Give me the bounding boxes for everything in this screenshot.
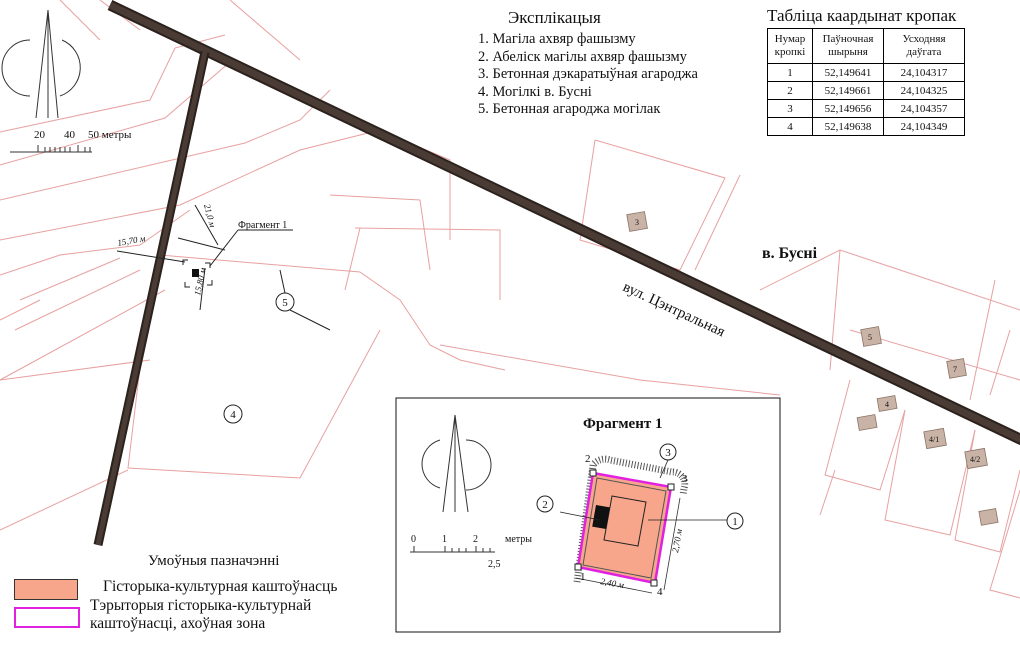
point-3-label: 3: [682, 473, 688, 485]
parcel-lines: [0, 0, 1020, 599]
fragment-ref-label: Фрагмент 1: [238, 220, 287, 231]
scale-bar-icon: [10, 145, 92, 153]
explication-item: 4. Могілкі в. Бусні: [478, 83, 592, 100]
inset-title: Фрагмент 1: [583, 416, 662, 432]
legend-swatch-protection-zone: [14, 607, 80, 628]
inset-plan: [559, 455, 728, 594]
table-row: 2 52,149661 24,104325: [767, 81, 965, 100]
inset-scale-unit: метры: [505, 534, 532, 545]
cell: 52,149638: [812, 117, 884, 136]
dim-15-70: 15,70 м: [117, 233, 147, 248]
inset-north-arrow-icon: [421, 414, 492, 513]
point-4-label: 4: [657, 586, 663, 598]
scale-label-20: 20: [34, 129, 46, 141]
table-header-row: Нумар кропкі Паўночная шырыня Усходняя д…: [767, 28, 965, 64]
marker-5-leader2: [289, 309, 331, 331]
callout-1-label: 1: [732, 516, 738, 528]
legend-title: Умоўныя пазначэнні: [148, 553, 280, 569]
marker-4: [223, 404, 243, 424]
cell: 24,104317: [883, 63, 965, 82]
village-label: в. Бусні: [762, 245, 818, 262]
north-arrow-icon: [1, 9, 81, 119]
cell: 52,149656: [812, 99, 884, 118]
marker-5-leader: [279, 269, 286, 294]
monument-icon: [192, 269, 199, 277]
inset-scale-2-5: 2,5: [488, 559, 501, 570]
callout-1: [726, 512, 744, 530]
dim-height: 2,70 м: [670, 528, 684, 553]
legend-label-protection-zone: Тэрыторыя гісторыка-культурнай каштоўнас…: [90, 597, 312, 632]
lot-label-4: 4: [885, 400, 889, 409]
dim-21-0: 21,0 м: [202, 203, 218, 229]
explication-title: Эксплікацыя: [508, 8, 601, 27]
inset-scale-bar-icon: [410, 546, 495, 553]
marker-5: [275, 292, 295, 312]
cell: 24,104325: [883, 81, 965, 100]
cell: 3: [767, 99, 813, 118]
explication-item: 1. Магіла ахвяр фашызму: [478, 31, 636, 47]
cell: 24,104349: [883, 117, 965, 136]
table-row: 1 52,149641 24,104317: [767, 63, 965, 82]
explication-item: 2. Абеліск магілы ахвяр фашызму: [478, 48, 687, 65]
lot-label-4-1: 4/1: [929, 435, 939, 444]
col-header-point: Нумар кропкі: [767, 28, 813, 64]
marker-4-label: 4: [230, 409, 236, 421]
cell: 2: [767, 81, 813, 100]
scale-label-50: 50 метры: [88, 129, 132, 141]
table-row: 3 52,149656 24,104357: [767, 99, 965, 118]
callout-2: [536, 495, 554, 513]
roads: [93, 0, 1020, 546]
inset-scale-1: 1: [442, 534, 447, 545]
col-header-longitude: Усходняя даўгата: [883, 28, 965, 64]
cell: 52,149641: [812, 63, 884, 82]
point-2-label: 2: [585, 453, 591, 465]
cell: 24,104357: [883, 99, 965, 118]
cell: 4: [767, 117, 813, 136]
lot-label-4-2: 4/2: [970, 455, 980, 464]
coords-table: Нумар кропкі Паўночная шырыня Усходняя д…: [767, 28, 965, 136]
table-row: 4 52,149638 24,104349: [767, 117, 965, 136]
explication-item: 3. Бетонная дэкаратыўная агароджа: [478, 66, 698, 82]
scale-label-40: 40: [64, 129, 76, 141]
callout-3-label: 3: [665, 447, 671, 459]
marker-5-label: 5: [282, 297, 288, 309]
legend-label-heritage: Гісторыка-культурная каштоўнасць: [103, 578, 338, 595]
legend-swatch-heritage: [14, 579, 78, 600]
inset-scale-2: 2: [473, 534, 478, 545]
col-header-latitude: Паўночная шырыня: [812, 28, 884, 64]
coords-table-title: Табліца каардынат кропак: [767, 6, 957, 25]
cell: 1: [767, 63, 813, 82]
callout-2-label: 2: [542, 499, 548, 511]
explication-list: 1. Магіла ахвяр фашызму 2. Абеліск магіл…: [470, 31, 740, 119]
explication-item: 5. Бетонная агароджа могілак: [478, 101, 661, 117]
lot-label-7: 7: [953, 365, 957, 374]
dim-width: 2,40 м: [600, 576, 625, 590]
lot-label-5: 5: [868, 333, 872, 342]
point-1-label: 1: [580, 571, 586, 583]
inset-scale-0: 0: [411, 534, 416, 545]
lot-squares: [626, 211, 999, 526]
callout-3: [659, 443, 677, 461]
lot-label-3: 3: [635, 218, 639, 227]
cell: 52,149661: [812, 81, 884, 100]
fragment-marker: [116, 204, 293, 311]
explication: Эксплікацыя 1. Магіла ахвяр фашызму 2. А…: [470, 8, 740, 119]
